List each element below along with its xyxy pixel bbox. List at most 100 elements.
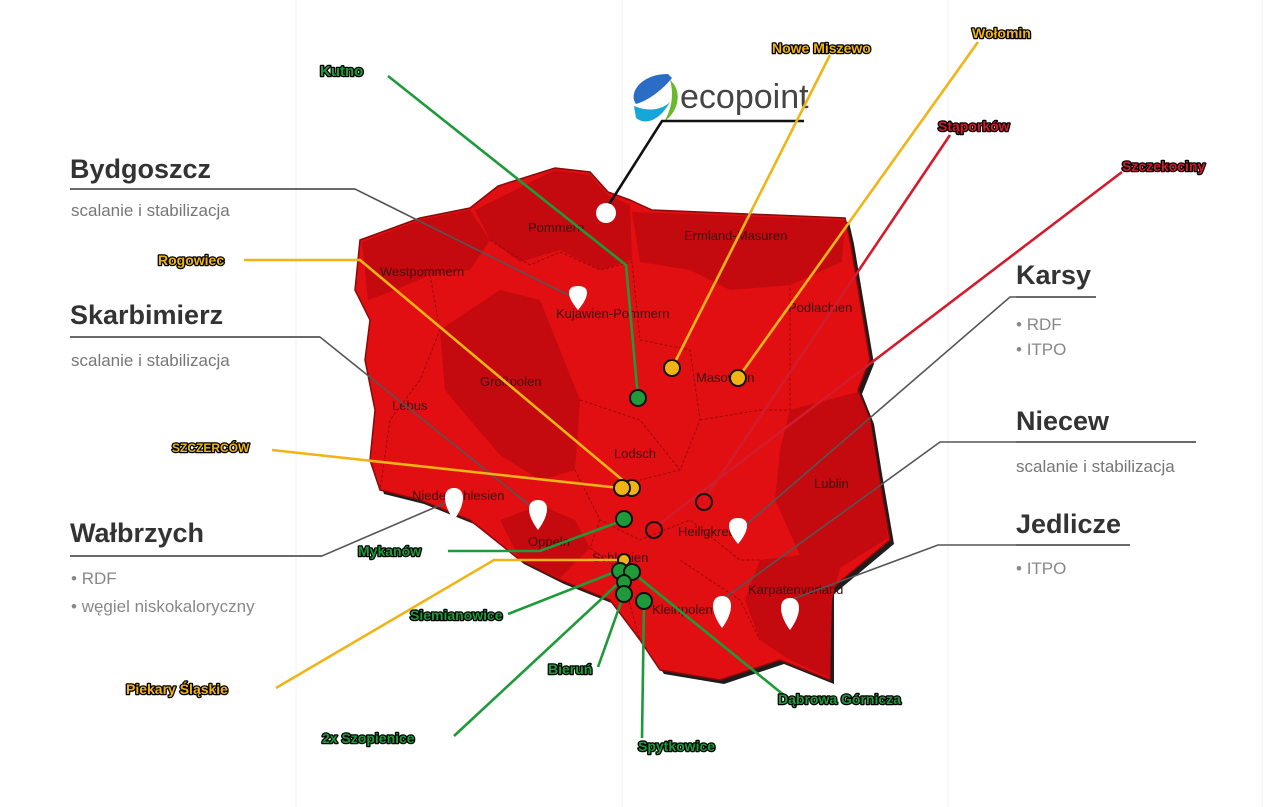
marker-kutno[interactable] xyxy=(629,389,647,407)
callout-siemianowice[interactable]: Siemianowice xyxy=(409,606,504,625)
pin-icon-bydgoszcz[interactable] xyxy=(569,286,587,310)
region-label: Oppeln xyxy=(528,534,570,549)
company-name: Jedlicze xyxy=(1016,509,1121,539)
callout-nowe-miszewo[interactable]: Nowe Miszewo xyxy=(771,39,872,58)
callout-bierun[interactable]: Bieruń xyxy=(547,660,594,679)
region-label: Kujawien-Pommern xyxy=(556,306,669,321)
callout-labels: Kutno Nowe Miszewo Wołomin Stąporków Szc… xyxy=(125,24,1207,756)
leader-wolomin xyxy=(736,41,980,379)
leader-skarbimierz xyxy=(70,336,539,513)
company-sub: scalanie i stabilizacja xyxy=(71,351,230,370)
marker-nowe-miszewo[interactable] xyxy=(663,359,681,377)
company-bydgoszcz: Bydgoszcz scalanie i stabilizacja xyxy=(70,154,230,220)
region-patch-lublin xyxy=(775,392,888,568)
leader-niecew xyxy=(721,441,1196,601)
region-label: Kleinpolen xyxy=(652,602,713,617)
leader-szczercow xyxy=(271,448,621,490)
region-label: Lodsch xyxy=(614,446,656,461)
company-jedlicze: Jedlicze • ITPO xyxy=(1016,509,1121,578)
pin-icon-niecew[interactable] xyxy=(713,596,731,628)
callout-szczekociny[interactable]: Szczekociny xyxy=(1121,157,1207,176)
company-skarbimierz: Skarbimierz scalanie i stabilizacja xyxy=(70,300,230,370)
leader-lines xyxy=(70,41,1196,739)
leader-dabrowa xyxy=(631,570,786,698)
bullet-item: • ITPO xyxy=(1016,340,1066,359)
callout-staporkow[interactable]: Stąporków xyxy=(937,117,1011,136)
pin-icon-skarbimierz[interactable] xyxy=(529,500,547,530)
pin-dot-logo xyxy=(596,203,616,223)
leader-karsy xyxy=(739,296,1096,531)
location-pins xyxy=(445,203,799,630)
ecopoint-logo: ecopoint xyxy=(633,74,809,122)
leader-spytkowice xyxy=(640,601,646,739)
marker-szczercow[interactable] xyxy=(613,479,631,497)
company-name: Karsy xyxy=(1016,260,1091,290)
leader-siemianowice xyxy=(507,568,621,616)
region-label: Karpatenvorland xyxy=(748,582,843,597)
bullet-item: • ITPO xyxy=(1016,559,1066,578)
callout-wolomin[interactable]: Wołomin xyxy=(971,24,1032,43)
region-label: Podlachien xyxy=(788,300,852,315)
company-karsy: Karsy • RDF • ITPO xyxy=(1016,260,1091,359)
company-blocks: Bydgoszcz scalanie i stabilizacja Skarbi… xyxy=(70,154,1196,616)
callout-szopienice[interactable]: 2x Szopienice xyxy=(321,729,416,748)
region-patch-ermland xyxy=(632,212,845,290)
region-label: Großpolen xyxy=(480,374,541,389)
marker-bierun[interactable] xyxy=(615,585,633,603)
company-walbrzych: Wałbrzych • RDF • węgiel niskokaloryczny xyxy=(70,518,255,616)
background-guides xyxy=(295,0,1263,807)
marker-mykanow[interactable] xyxy=(615,510,633,528)
region-patch-westpommern xyxy=(362,210,490,300)
callout-dabrowa[interactable]: Dąbrowa Górnicza xyxy=(777,690,903,709)
region-label: Ermland-Masuren xyxy=(684,228,787,243)
company-name: Bydgoszcz xyxy=(70,154,211,184)
callout-kutno[interactable]: Kutno xyxy=(319,62,365,82)
region-labels: PommernErmland-MasurenWestpommernKujawie… xyxy=(380,220,852,617)
leader-bydgoszcz xyxy=(70,188,579,301)
ecopoint-swirl-icon xyxy=(633,74,678,122)
marker-staporkow[interactable] xyxy=(695,493,713,511)
region-label: Lebus xyxy=(392,398,428,413)
poland-map: PommernErmland-MasurenWestpommernKujawie… xyxy=(354,167,894,684)
marker-szczekociny[interactable] xyxy=(645,521,663,539)
company-name: Wałbrzych xyxy=(70,518,204,548)
leader-piekary xyxy=(275,558,626,690)
pin-icon-jedlicze[interactable] xyxy=(781,598,799,630)
callout-rogowiec[interactable]: Rogowiec xyxy=(157,251,226,270)
pin-icon-walbrzych[interactable] xyxy=(445,488,463,520)
callout-spytkowice[interactable]: Spytkowice xyxy=(637,737,717,756)
region-borders xyxy=(379,239,791,641)
leader-rogowiec xyxy=(244,258,633,489)
region-patch-pommern xyxy=(475,170,632,270)
company-niecew: Niecew scalanie i stabilizacja xyxy=(1016,406,1175,476)
plant-markers xyxy=(611,359,747,610)
company-sub: scalanie i stabilizacja xyxy=(1016,457,1175,476)
company-name: Niecew xyxy=(1016,406,1110,436)
company-name: Skarbimierz xyxy=(70,300,223,330)
leader-szczekociny xyxy=(653,170,1123,530)
leader-mykanow xyxy=(448,518,625,553)
leader-logo xyxy=(606,119,804,207)
region-label: Lublin xyxy=(814,476,849,491)
pin-icon-karsy[interactable] xyxy=(729,518,747,544)
leader-staporkow xyxy=(702,134,952,501)
leader-nowe-miszewo xyxy=(670,54,832,369)
company-sub: scalanie i stabilizacja xyxy=(71,201,230,220)
leader-bierun xyxy=(596,593,626,668)
leader-szopienice xyxy=(453,577,625,737)
leader-walbrzych xyxy=(70,499,453,557)
callout-mykanow[interactable]: Mykanów xyxy=(357,542,423,561)
bullet-item: • RDF xyxy=(71,569,117,588)
marker-wolomin[interactable] xyxy=(729,369,747,387)
callout-szczercow[interactable]: SZCZERCÓW xyxy=(171,439,252,457)
bullet-item: • węgiel niskokaloryczny xyxy=(71,597,255,616)
region-label: Westpommern xyxy=(380,264,464,279)
marker-spytkowice[interactable] xyxy=(635,592,653,610)
region-label: Heiligkreuz xyxy=(678,524,742,539)
logo-text: ecopoint xyxy=(680,78,809,116)
bullet-item: • RDF xyxy=(1016,315,1062,334)
callout-piekary[interactable]: Piekary Śląskie xyxy=(125,679,230,699)
leader-jedlicze xyxy=(789,544,1130,601)
leader-kutno xyxy=(387,74,640,399)
